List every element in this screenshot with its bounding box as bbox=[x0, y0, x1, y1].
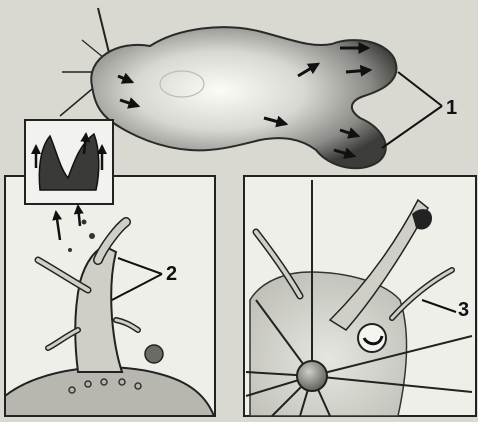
label-2: 2 bbox=[166, 264, 177, 284]
panel-right bbox=[244, 176, 476, 416]
label-1-leaders bbox=[382, 72, 442, 148]
label-1: 1 bbox=[446, 98, 457, 118]
panel-left bbox=[5, 120, 215, 416]
label-3: 3 bbox=[458, 300, 469, 320]
